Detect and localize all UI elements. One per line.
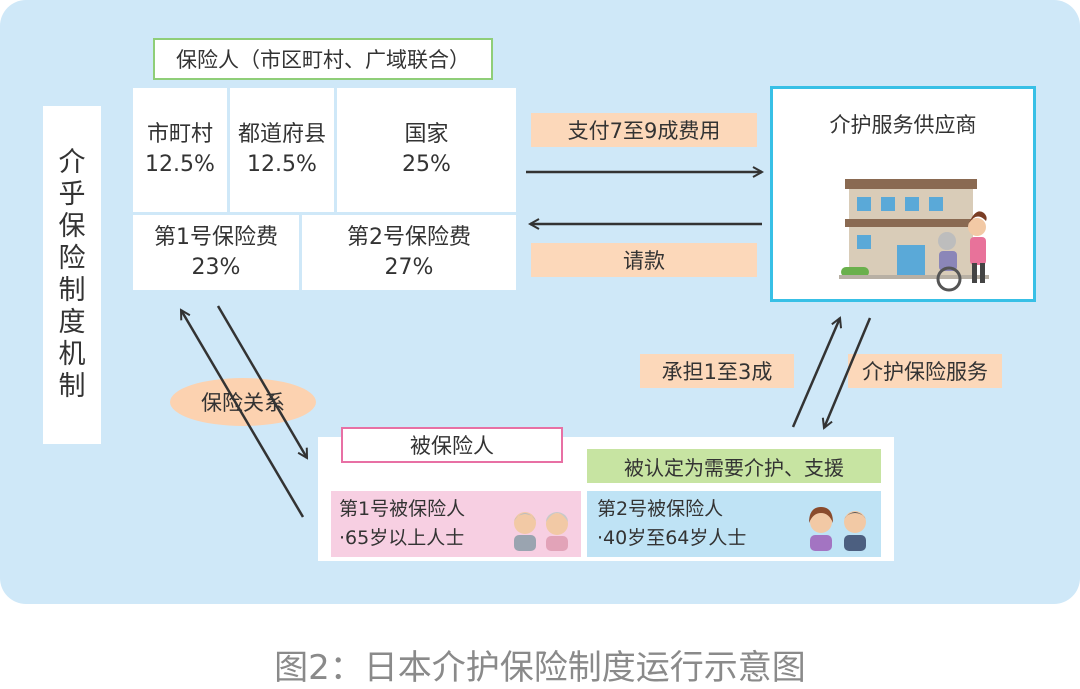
insurer-label: 保险人（市区町村、广域联合） <box>153 38 493 80</box>
pay-label: 支付7至9成费用 <box>531 113 757 147</box>
provider-title: 介护服务供应商 <box>829 113 977 137</box>
system-title-char: 保 <box>58 211 86 242</box>
system-title-char: 制 <box>58 275 86 306</box>
service-label: 介护保险服务 <box>848 354 1002 388</box>
insurance-relation-label: 保险关系 <box>170 378 316 426</box>
system-title: 介 乎 保 险 制 度 机 制 <box>43 106 101 444</box>
certified-label: 被认定为需要介护、支援 <box>587 449 881 483</box>
funding-pct: 23% <box>191 254 241 280</box>
insured-group-1-text: 第1号被保险人 ·65岁以上人士 <box>339 495 465 553</box>
funding-name: 国家 <box>404 122 449 147</box>
insured-group-title: 第2号被保险人 <box>597 498 724 520</box>
service-arrow <box>824 317 872 428</box>
relation-arrow-down <box>216 305 309 458</box>
system-title-char: 乎 <box>58 179 86 210</box>
figure-caption: 图2：日本介护保险制度运行示意图 <box>274 648 806 688</box>
middle-aged-couple-icon <box>809 507 866 551</box>
insured-label: 被保险人 <box>341 427 563 463</box>
funding-pct: 25% <box>402 152 451 177</box>
elderly-couple-icon <box>514 512 568 551</box>
funding-name: 第1号保险费 <box>154 224 278 250</box>
system-title-char: 机 <box>58 339 86 370</box>
funding-name: 第2号保险费 <box>347 224 471 250</box>
funding-cell-municipality: 市町村 12.5% <box>133 88 227 212</box>
provider-box: 介护服务供应商 <box>770 86 1036 302</box>
system-title-char: 险 <box>58 243 86 274</box>
funding-pct: 12.5% <box>145 152 215 177</box>
copay-label: 承担1至3成 <box>640 354 794 388</box>
funding-name: 都道府县 <box>237 122 326 147</box>
system-title-char: 制 <box>58 371 86 402</box>
care-facility-icon <box>839 179 989 292</box>
insured-group-1: 第1号被保险人 ·65岁以上人士 <box>331 491 581 557</box>
funding-name: 市町村 <box>146 122 213 147</box>
system-title-char: 度 <box>58 307 86 338</box>
funding-pct: 12.5% <box>247 152 317 177</box>
funding-cell-national: 国家 25% <box>337 88 516 212</box>
flow-arrows <box>179 0 872 518</box>
insured-group-title: 第1号被保险人 <box>339 498 466 520</box>
funding-pct: 27% <box>384 254 434 280</box>
insured-group-desc: ·65岁以上人士 <box>339 527 465 549</box>
insured-group-2-text: 第2号被保险人 ·40岁至64岁人士 <box>597 495 746 553</box>
funding-cell-prefecture: 都道府县 12.5% <box>230 88 334 212</box>
funding-cell-premium-1: 第1号保险费 23% <box>133 215 299 290</box>
insured-group-2: 第2号被保险人 ·40岁至64岁人士 <box>587 491 881 557</box>
insured-group-desc: ·40岁至64岁人士 <box>597 527 747 549</box>
copay-arrow <box>791 318 840 428</box>
claim-label: 请款 <box>531 243 757 277</box>
system-title-char: 介 <box>58 147 86 178</box>
relation-arrow-up <box>179 310 305 518</box>
funding-cell-premium-2: 第2号保险费 27% <box>302 215 516 290</box>
